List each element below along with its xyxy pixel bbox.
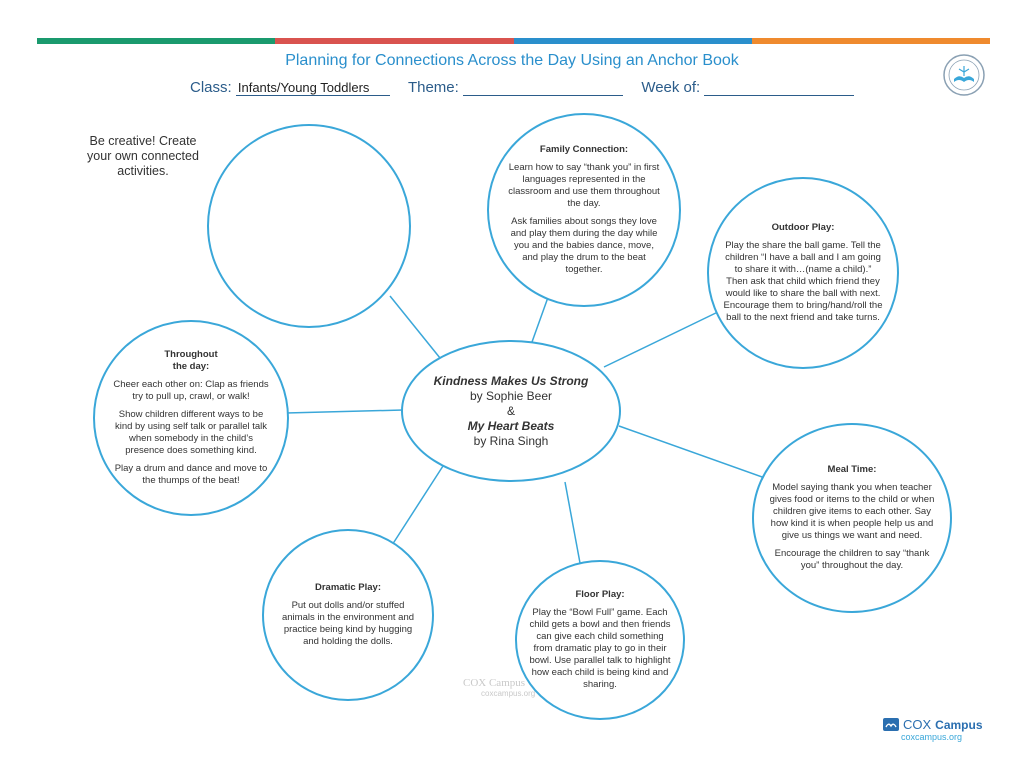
watermark-brand: COX Campus xyxy=(463,677,526,689)
theme-label: Theme: xyxy=(407,79,459,96)
color-bar-red xyxy=(275,38,514,44)
outdoor-play-circle: Outdoor Play: Play the share the ball ga… xyxy=(707,177,899,369)
color-bar-blue xyxy=(513,38,752,44)
floor-text-1: Play the “Bowl Full” game. Each child ge… xyxy=(529,607,671,690)
throughout-text-2: Show children different ways to be kind … xyxy=(114,409,268,456)
connector-outdoor xyxy=(603,309,723,368)
color-bar xyxy=(37,38,990,44)
outdoor-heading: Outdoor Play: xyxy=(771,222,835,233)
literacy-badge-icon xyxy=(943,54,985,96)
meal-text-1: Model saying thank you when teacher give… xyxy=(769,482,935,541)
family-connection-circle: Family Connection: Learn how to say “tha… xyxy=(487,113,681,307)
dramatic-play-circle: Dramatic Play: Put out dolls and/or stuf… xyxy=(262,529,434,701)
family-text-1: Learn how to say “thank you” in first la… xyxy=(508,162,660,209)
throughout-day-circle: Throughout the day: Cheer each other on:… xyxy=(93,320,289,516)
footer-url[interactable]: coxcampus.org xyxy=(901,732,963,742)
anchor-book-circle: Kindness Makes Us Strong by Sophie Beer … xyxy=(401,340,621,482)
floor-play-circle: Floor Play: Play the “Bowl Full” game. E… xyxy=(515,560,685,720)
throughout-text-1: Cheer each other on: Clap as friends try… xyxy=(113,379,269,402)
color-bar-green xyxy=(37,38,276,44)
dramatic-heading: Dramatic Play: xyxy=(314,582,381,593)
throughout-text-3: Play a drum and dance and move to the th… xyxy=(114,463,268,486)
connector-floor xyxy=(564,481,581,564)
cox-logo-icon xyxy=(883,718,899,731)
meal-text-2: Encourage the children to say “thank you… xyxy=(774,548,930,571)
outdoor-text-1: Play the share the ball game. Tell the c… xyxy=(723,240,883,323)
book2-author: by Rina Singh xyxy=(473,433,549,448)
watermark: COX Campus coxcampus.org xyxy=(463,677,535,698)
connector-throughout xyxy=(285,409,404,414)
footer-brand-campus: Campus xyxy=(935,717,983,732)
meal-heading: Meal Time: xyxy=(827,464,877,475)
week-blank xyxy=(704,81,855,96)
class-value: Infants/Young Toddlers xyxy=(235,80,390,96)
theme-blank xyxy=(462,81,623,96)
class-theme-week-line: Class: Infants/Young Toddlers Theme: Wee… xyxy=(190,79,855,96)
dramatic-text-1: Put out dolls and/or stuffed animals in … xyxy=(281,600,415,647)
class-label: Class: xyxy=(190,79,232,96)
book2-title: My Heart Beats xyxy=(467,418,555,433)
connector-meal xyxy=(618,425,766,479)
meal-time-circle: Meal Time: Model saying thank you when t… xyxy=(752,423,952,613)
page-title: Planning for Connections Across the Day … xyxy=(285,52,739,69)
family-heading: Family Connection: xyxy=(539,144,629,155)
family-text-2: Ask families about songs they love and p… xyxy=(510,216,658,275)
blank-circle[interactable] xyxy=(207,124,411,328)
footer-logo[interactable]: COX Campus coxcampus.org xyxy=(883,717,983,742)
footer-brand-cox: COX xyxy=(903,717,932,732)
watermark-url: coxcampus.org xyxy=(481,689,536,698)
week-label: Week of: xyxy=(641,79,701,96)
connector-blank xyxy=(389,295,441,359)
color-bar-orange xyxy=(751,38,990,44)
connector-dramatic xyxy=(384,465,444,557)
ampersand: & xyxy=(506,403,515,418)
book1-author: by Sophie Beer xyxy=(469,388,553,403)
creative-note: Be creative! Create your own connected a… xyxy=(87,134,199,178)
book1-title: Kindness Makes Us Strong xyxy=(433,373,589,388)
floor-heading: Floor Play: xyxy=(575,589,625,600)
throughout-heading: Throughout the day: xyxy=(164,349,218,372)
